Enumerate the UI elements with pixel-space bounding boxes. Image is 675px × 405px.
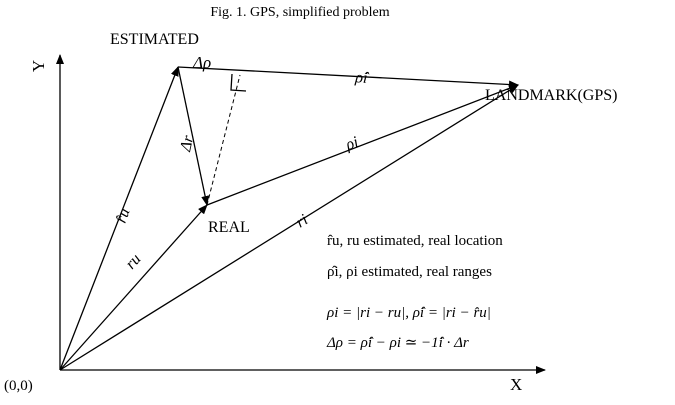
legend-line-delta-rho: Δρ = ρ̂i − ρi ≃ −1̂i · Δr	[326, 335, 469, 351]
label-estimated: ESTIMATED	[110, 31, 199, 48]
legend-line-locations: r̂u, ru estimated, real location	[327, 233, 503, 249]
vector-r-hat-u	[59, 66, 179, 371]
label-rho-i: ρi	[343, 134, 361, 154]
label-rho-hat-i: ρ̂i	[354, 69, 370, 87]
label-delta-rho: Δρ	[192, 53, 211, 72]
x-axis-label: X	[510, 375, 522, 394]
range-rho-hat-i	[177, 66, 519, 89]
label-delta-r: Δr	[177, 133, 197, 154]
legend-line-ranges: ρ̂i, ρi estimated, real ranges	[327, 264, 492, 280]
vector-r-i	[59, 84, 519, 371]
right-angle-marker	[230, 73, 247, 92]
projection-line	[206, 74, 241, 206]
label-real: REAL	[208, 219, 250, 236]
legend-line-range-definition: ρi = |ri − ru|, ρ̂i = |ri − r̂u|	[326, 305, 491, 321]
range-rho-i	[206, 84, 519, 206]
label-r-u: ru	[122, 251, 144, 273]
y-axis-label: Y	[29, 60, 48, 72]
origin-label: (0,0)	[4, 378, 33, 394]
label-r-i: ri	[293, 211, 311, 231]
vector-delta-r	[177, 66, 210, 206]
label-r-hat-u: r̂u	[113, 206, 134, 225]
label-landmark: LANDMARK(GPS)	[485, 87, 617, 104]
figure-caption: Fig. 1. GPS, simplified problem	[210, 5, 389, 20]
vector-r-u	[59, 204, 208, 371]
